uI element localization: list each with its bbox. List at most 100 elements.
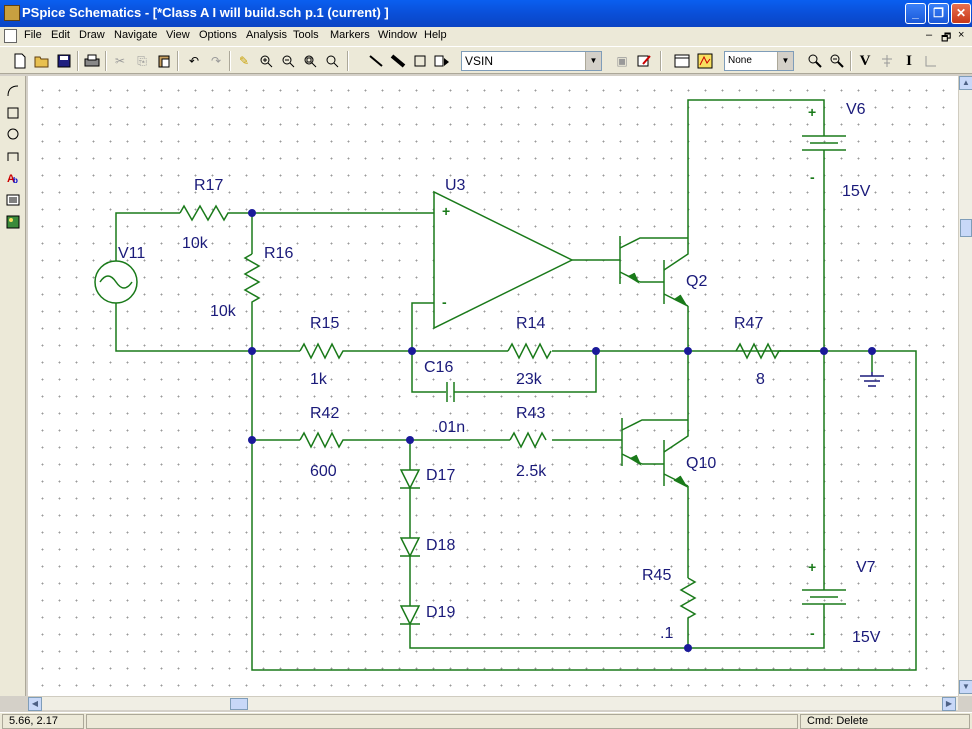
schematic-canvas[interactable]: V11 R17 10k R16 10k U3 R15 1k R14 23k C1… [28,76,958,696]
place-part-icon[interactable]: ▣ [616,54,628,68]
arc-tool-icon[interactable] [4,82,22,100]
scroll-up-icon[interactable]: ▲ [959,76,972,90]
insert-picture-icon[interactable] [4,213,22,231]
zoom-area-icon[interactable] [300,51,320,71]
open-folder-icon[interactable] [32,51,52,71]
zoom-in-icon[interactable] [256,51,276,71]
q10-transistor[interactable] [621,418,689,488]
save-icon[interactable] [54,51,74,71]
r43-resistor[interactable] [509,431,547,449]
menu-draw[interactable]: Draw [79,29,105,41]
menu-tools[interactable]: Tools [293,29,319,41]
cut-icon[interactable]: ✂ [114,54,126,68]
copy-icon[interactable]: ⎘ [137,53,147,68]
v11-source[interactable] [94,260,138,304]
circle-tool-icon[interactable] [4,125,22,143]
simulate-icon[interactable] [695,51,715,71]
menu-options[interactable]: Options [199,29,237,41]
chevron-down-icon[interactable]: ▼ [777,52,793,70]
title-bar: PSpice Schematics - [*Class A I will bui… [0,0,972,27]
r45-resistor[interactable] [679,577,697,622]
probe-icon[interactable] [805,51,825,71]
get-part-icon[interactable] [432,51,452,71]
r42-resistor[interactable] [299,431,344,449]
draw-bus-icon[interactable] [388,51,408,71]
menu-window[interactable]: Window [378,29,418,41]
minimize-button[interactable]: _ [905,3,926,24]
box-tool-icon[interactable] [4,104,22,122]
menu-file[interactable]: File [24,29,42,41]
junction-dot [248,209,256,217]
menu-navigate[interactable]: Navigate [114,29,158,41]
scroll-left-icon[interactable]: ◀ [28,697,42,711]
c16-capacitor[interactable] [446,382,455,402]
q10-ref-label: Q10 [686,455,716,472]
vertical-scrollbar[interactable]: ▲ ▼ [958,76,972,696]
current-marker-button[interactable]: I [906,52,912,69]
v6-minus-label: - [810,169,815,185]
q2-transistor[interactable] [619,236,689,307]
horizontal-scrollbar[interactable]: ◀ ▶ [28,696,958,711]
pspice-app-icon[interactable] [4,5,20,21]
r43-value-label: 2.5k [516,463,547,480]
v6-battery[interactable] [802,128,846,151]
menu-markers[interactable]: Markers [330,29,370,41]
mdi-close-button[interactable]: × [958,29,965,41]
r15-ref-label: R15 [310,315,339,332]
part-name-combo[interactable]: VSIN ▼ [461,51,602,71]
c16-ref-label: C16 [424,359,453,376]
ground-symbol[interactable] [860,372,884,387]
v6-plus-label: + [808,104,816,120]
new-file-icon[interactable] [10,51,30,71]
maximize-button[interactable]: ❐ [928,3,949,24]
edit-symbol-icon[interactable] [634,51,654,71]
mdi-minimize-button[interactable]: – [926,29,933,41]
zoom-fit-icon[interactable] [322,51,342,71]
mdi-restore-button[interactable]: 🗗 [941,32,952,44]
document-icon[interactable] [4,29,17,43]
close-button[interactable]: ✕ [951,3,971,24]
r15-resistor[interactable] [299,342,344,360]
draw-block-icon[interactable] [410,51,430,71]
svg-text:A: A [7,173,15,185]
d18-ref-label: D18 [426,537,455,554]
text-box-tool-icon[interactable] [4,191,22,209]
d18-diode[interactable] [399,537,421,558]
v7-battery[interactable] [802,584,846,630]
u3-opamp[interactable] [433,190,574,330]
wires[interactable] [115,99,917,671]
draw-wire-icon[interactable] [366,51,386,71]
probe-browse-icon[interactable] [827,51,847,71]
scroll-right-icon[interactable]: ▶ [942,697,956,711]
menu-edit[interactable]: Edit [51,29,70,41]
redo-icon[interactable]: ↷ [210,54,222,68]
undo-icon[interactable]: ↶ [188,54,200,68]
junction-dot [684,347,692,355]
r17-resistor[interactable] [179,204,230,222]
r14-resistor[interactable] [507,342,552,360]
scroll-down-icon[interactable]: ▼ [959,680,972,694]
voltage-marker-button[interactable]: V [859,52,871,69]
polyline-tool-icon[interactable] [4,147,22,165]
voltage-differential-marker-icon[interactable] [877,51,897,71]
redraw-icon[interactable]: ✎ [238,54,250,68]
paste-icon[interactable] [154,51,174,71]
current-into-pin-marker-icon[interactable] [921,51,941,71]
menu-view[interactable]: View [166,29,190,41]
print-icon[interactable] [82,51,102,71]
horizontal-scroll-thumb[interactable] [230,698,248,710]
zoom-level-combo[interactable]: None ▼ [724,51,794,71]
d19-diode[interactable] [399,605,421,626]
zoom-out-icon[interactable] [278,51,298,71]
menu-analysis[interactable]: Analysis [246,29,287,41]
r16-resistor[interactable] [243,253,261,304]
d17-diode[interactable] [399,469,421,490]
r42-value-label: 600 [310,463,337,480]
setup-analysis-icon[interactable] [672,51,692,71]
menu-help[interactable]: Help [424,29,447,41]
v6-ref-label: V6 [846,101,866,118]
r47-resistor[interactable] [735,342,781,360]
chevron-down-icon[interactable]: ▼ [585,52,601,70]
vertical-scroll-thumb[interactable] [960,219,972,237]
